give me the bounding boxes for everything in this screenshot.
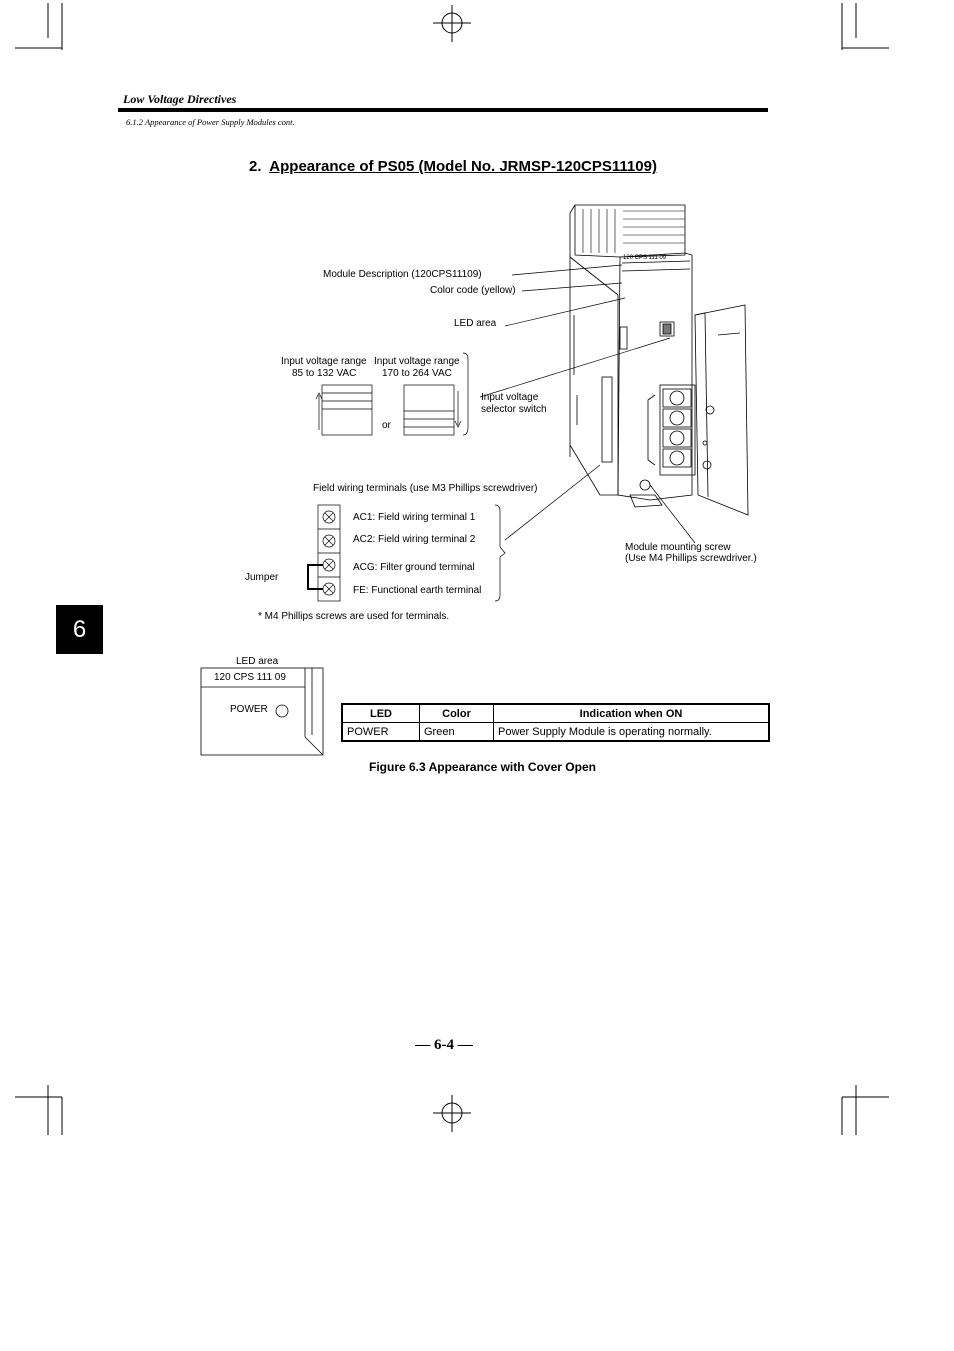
label-mount-line1: Module mounting screw — [625, 542, 731, 553]
led-panel-power: POWER — [230, 704, 268, 715]
running-header: Low Voltage Directives — [123, 92, 237, 106]
led-panel-model: 120 CPS 111 09 — [214, 672, 286, 683]
figure-caption: Figure 6.3 Appearance with Cover Open — [369, 760, 596, 774]
label-color-code: Color code (yellow) — [430, 285, 516, 296]
terminal-ac2: AC2: Field wiring terminal 2 — [353, 534, 476, 545]
header-led: LED — [341, 703, 420, 723]
power-led-indicator — [275, 704, 289, 718]
label-led-area: LED area — [454, 318, 497, 329]
jumper-wire — [307, 564, 323, 590]
terminal-acg: ACG: Filter ground terminal — [353, 562, 475, 573]
header-rule — [118, 108, 768, 112]
terminal-fe: FE: Functional earth terminal — [353, 585, 482, 596]
section-title-text: Appearance of PS05 (Model No. JRMSP-120C… — [269, 158, 657, 175]
screws-note: * M4 Phillips screws are used for termin… — [258, 611, 450, 622]
header-color: Color — [419, 703, 494, 723]
label-selector-line1: Input voltage — [481, 392, 539, 403]
led-panel-title: LED area — [236, 656, 279, 667]
label-jumper: Jumper — [245, 572, 279, 583]
chapter-tab: 6 — [56, 605, 103, 654]
label-module-description: Module Description (120CPS11109) — [323, 269, 482, 280]
table-row: POWER Green Power Supply Module is opera… — [341, 722, 770, 742]
module-illustration: 120 CPS 111 09 — [307, 204, 749, 602]
label-mount-line2: (Use M4 Phillips screwdriver.) — [625, 553, 757, 564]
cell-indication: Power Supply Module is operating normall… — [493, 722, 770, 742]
section-number: 2. — [249, 158, 262, 175]
cell-led: POWER — [341, 722, 420, 742]
label-range-low-title: Input voltage range — [281, 356, 367, 367]
cell-color: Green — [419, 722, 494, 742]
label-or: or — [382, 420, 391, 431]
label-range-low-value: 85 to 132 VAC — [292, 368, 357, 379]
module-label: 120 CPS 111 09 — [623, 255, 667, 261]
running-subheader: 6.1.2 Appearance of Power Supply Modules… — [126, 117, 295, 127]
terminal-ac1: AC1: Field wiring terminal 1 — [353, 512, 476, 523]
page-number: — 6-4 — — [415, 1037, 473, 1053]
label-selector-line2: selector switch — [481, 404, 547, 415]
section-title: 2. Appearance of PS05 (Model No. JRMSP-1… — [249, 158, 657, 175]
table-header-row: LED Color Indication when ON — [341, 703, 770, 723]
label-range-high-title: Input voltage range — [374, 356, 460, 367]
label-field-wiring: Field wiring terminals (use M3 Phillips … — [313, 483, 538, 494]
header-indication: Indication when ON — [493, 703, 770, 723]
led-panel — [200, 667, 324, 756]
label-range-high-value: 170 to 264 VAC — [382, 368, 452, 379]
led-table: LED Color Indication when ON POWER Green… — [341, 703, 770, 742]
